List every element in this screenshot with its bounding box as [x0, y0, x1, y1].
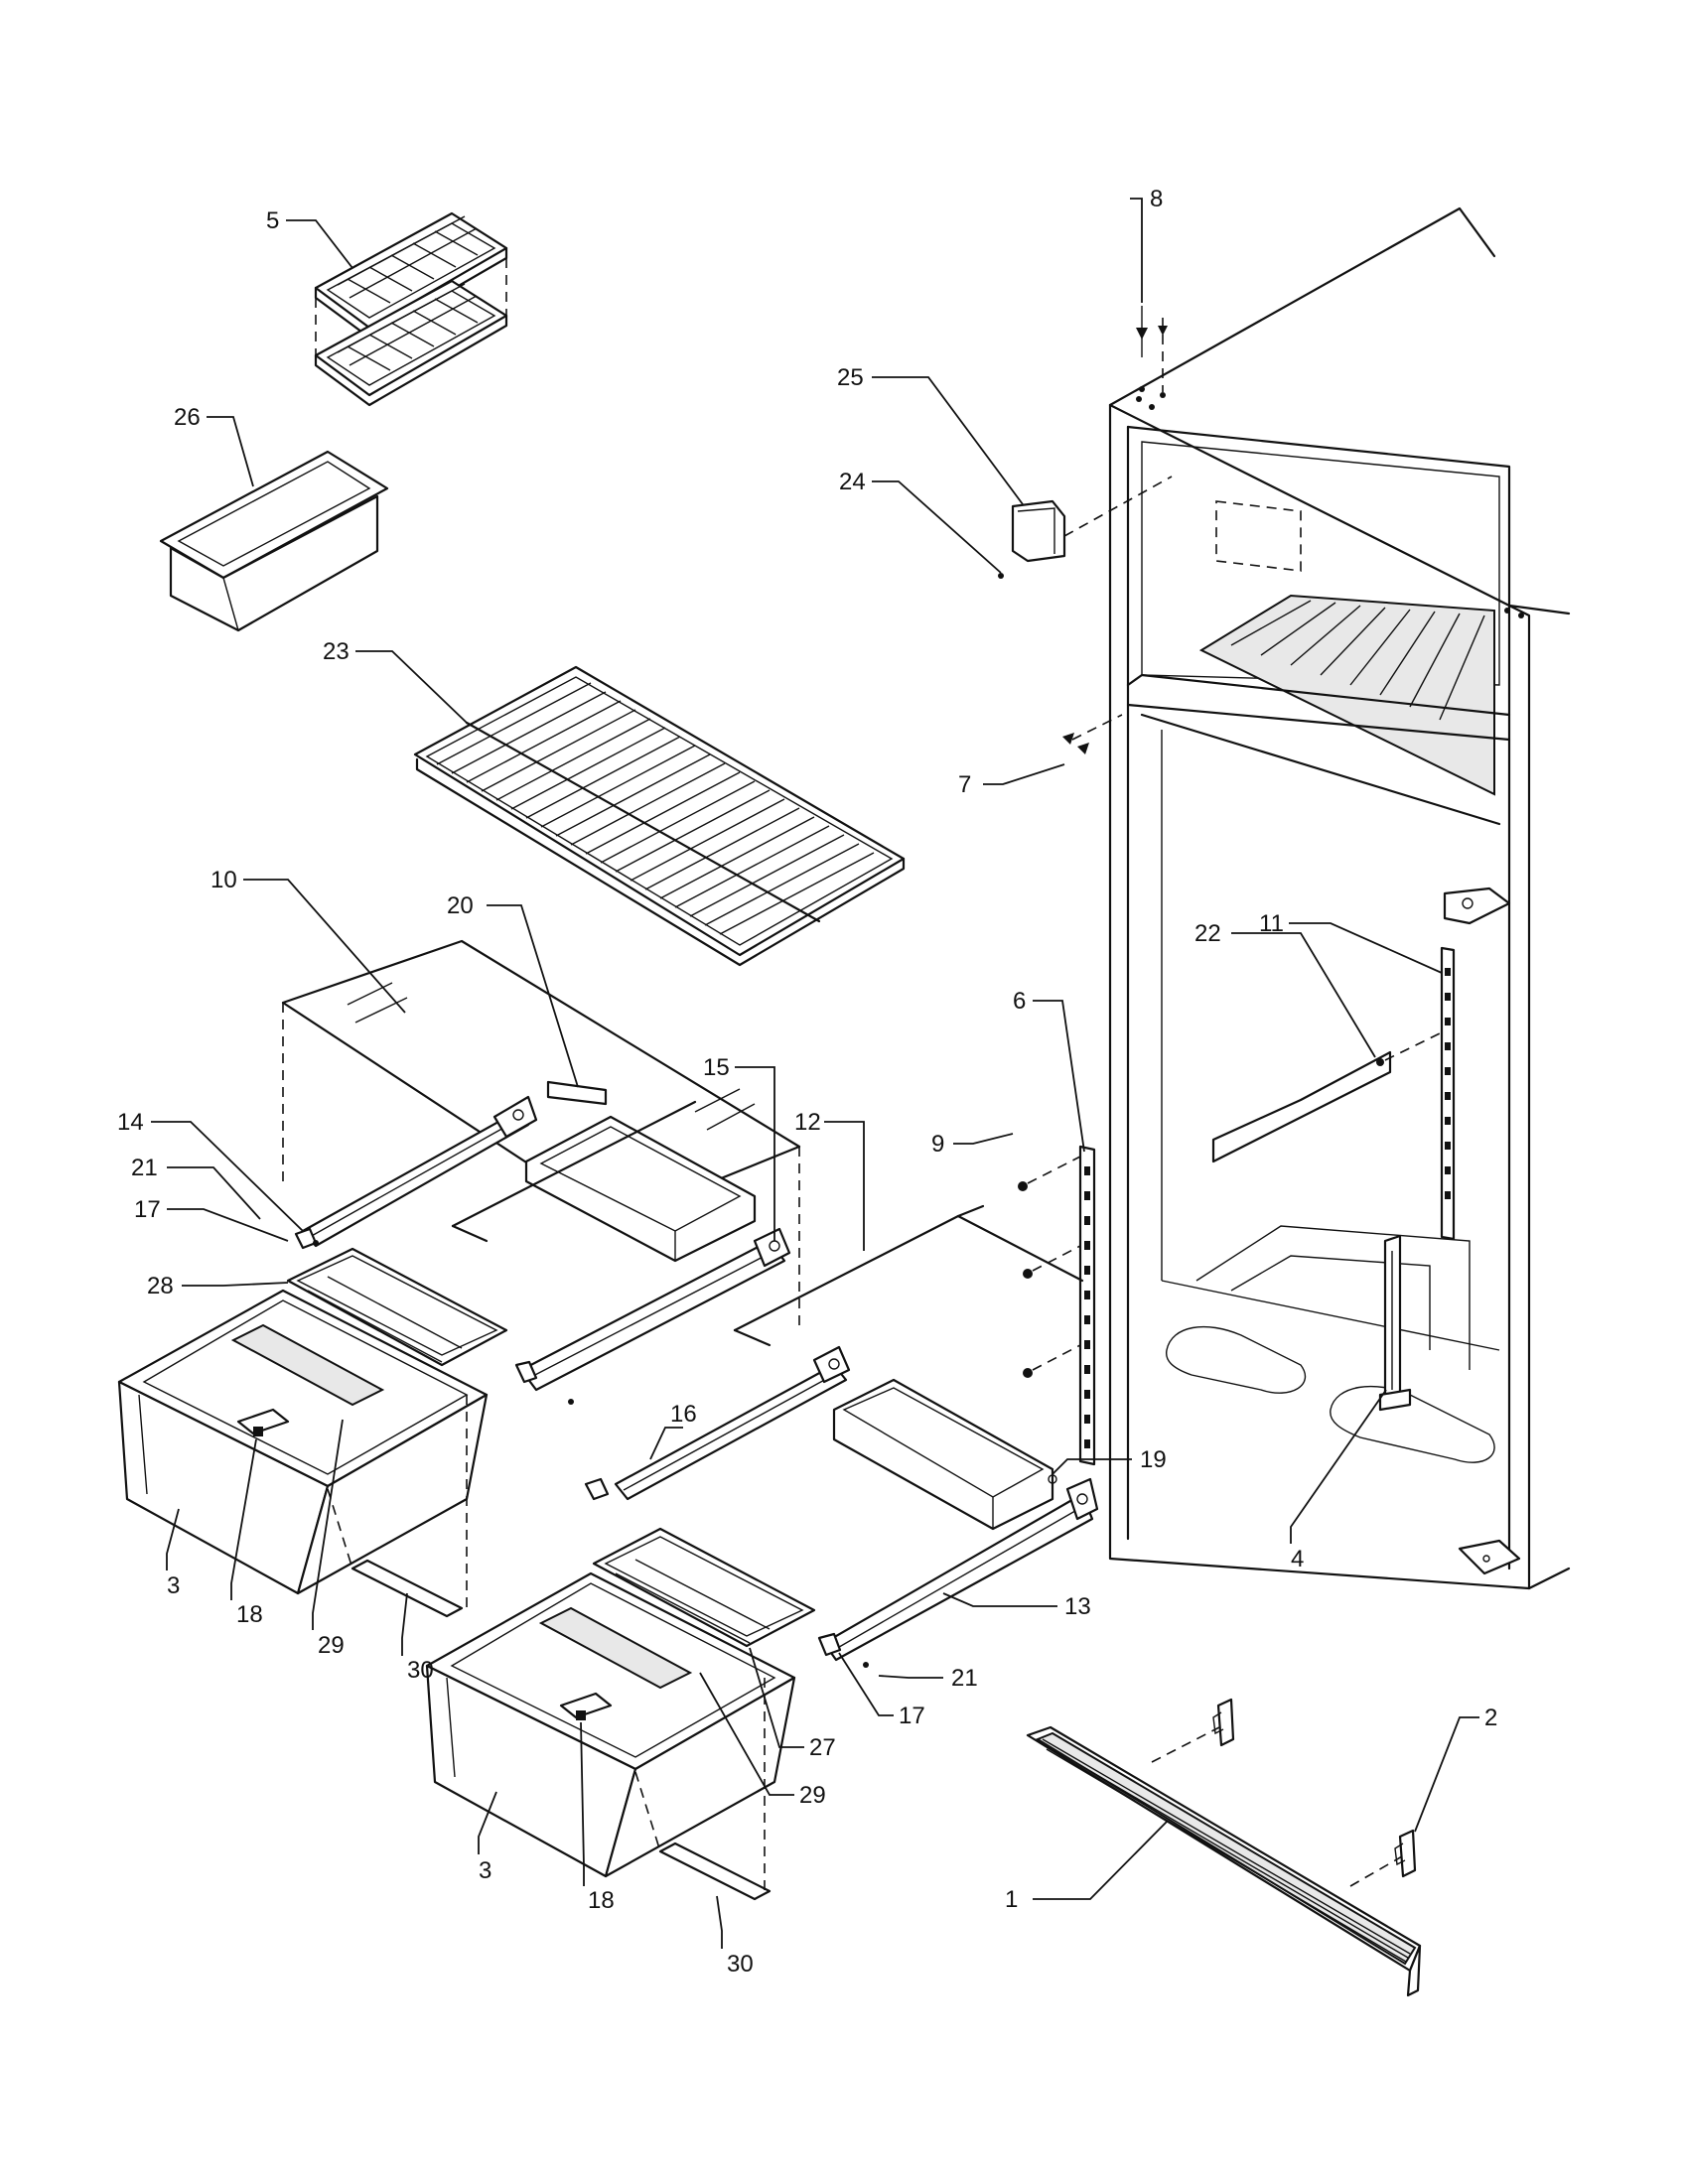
part-23-wire-shelf [413, 665, 906, 967]
part-6-shelf-ladder [1078, 1145, 1096, 1466]
callout-21: 21 [951, 1665, 978, 1692]
callout-18: 18 [588, 1887, 615, 1914]
callout-7: 7 [958, 771, 971, 798]
part-4-bracket [1378, 1234, 1412, 1412]
part-19-crisper-cover-frame [832, 1378, 1057, 1531]
callout-19: 19 [1140, 1446, 1167, 1473]
callout-1: 1 [1005, 1886, 1018, 1913]
part-25-control-cover [998, 476, 1173, 579]
crisper-drawer-lower [425, 1527, 816, 1901]
part-20-crisper-cover-frame [451, 1080, 757, 1263]
crisper-drawer-upper [117, 1247, 508, 1618]
callout-13: 13 [1064, 1593, 1091, 1620]
callout-17: 17 [134, 1196, 161, 1223]
callout-9: 9 [931, 1131, 944, 1158]
refrigerator-cabinet [1108, 206, 1571, 1590]
part-14-slide-rail [294, 1095, 538, 1250]
part-5-ice-trays [314, 211, 508, 407]
callout-25: 25 [837, 364, 864, 391]
callout-20: 20 [447, 892, 474, 919]
callout-26: 26 [174, 404, 201, 431]
part-16-slide-rail [584, 1345, 851, 1501]
callout-labels: 1 2 3 3 4 5 6 7 8 9 10 11 12 13 14 15 16… [117, 186, 1497, 1978]
callout-29: 29 [799, 1782, 826, 1809]
callout-27: 27 [809, 1734, 836, 1761]
callout-2: 2 [1484, 1705, 1497, 1731]
part-12-shelf-frame-rod [733, 1204, 1084, 1347]
callout-12: 12 [794, 1109, 821, 1136]
callout-29: 29 [318, 1632, 345, 1659]
callout-10: 10 [210, 867, 237, 893]
callout-4: 4 [1291, 1546, 1304, 1572]
callout-22: 22 [1194, 920, 1221, 947]
callout-15: 15 [703, 1054, 730, 1081]
part-13-slide-rail [817, 1477, 1099, 1668]
callout-24: 24 [839, 469, 866, 495]
part-2-grille-clips [1151, 1698, 1417, 1887]
callout-16: 16 [670, 1401, 697, 1428]
callout-30: 30 [727, 1951, 754, 1978]
callout-30: 30 [407, 1657, 434, 1684]
part-11-shelf-ladder [1440, 887, 1511, 1241]
callout-leaders [151, 198, 1479, 1949]
callout-23: 23 [323, 638, 350, 665]
callout-6: 6 [1013, 988, 1026, 1015]
callout-3: 3 [479, 1857, 491, 1884]
callout-8: 8 [1150, 186, 1163, 212]
callout-3: 3 [167, 1572, 180, 1599]
callout-11: 11 [1259, 910, 1284, 937]
callout-28: 28 [147, 1273, 174, 1299]
part-26-storage-bin [159, 450, 389, 632]
part-15-slide-rail [514, 1227, 791, 1405]
callout-14: 14 [117, 1109, 144, 1136]
part-1-toe-grille [1026, 1725, 1422, 1997]
callout-17: 17 [899, 1703, 925, 1729]
callout-21: 21 [131, 1155, 158, 1181]
callout-18: 18 [236, 1601, 263, 1628]
screws [1018, 306, 1443, 1378]
callout-5: 5 [266, 207, 279, 234]
